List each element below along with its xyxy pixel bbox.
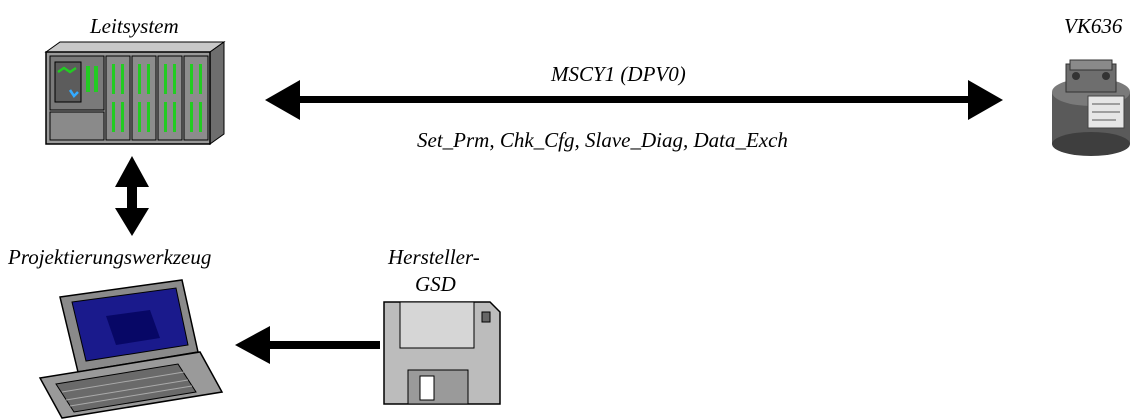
plc-rack-icon xyxy=(44,41,226,145)
bus-arrow xyxy=(265,80,1003,120)
floppy-disk-icon xyxy=(383,301,501,405)
controller-label: Leitsystem xyxy=(90,14,179,38)
transmitter-icon xyxy=(1052,59,1130,156)
protocol-label: MSCY1 (DPV0) xyxy=(551,62,686,86)
services-label: Set_Prm, Chk_Cfg, Slave_Diag, Data_Exch xyxy=(417,128,788,152)
gsd-label-line2: GSD xyxy=(415,272,456,296)
laptop-icon xyxy=(38,279,224,419)
device-label: VK636 xyxy=(1064,14,1123,38)
gsd-arrow xyxy=(235,326,380,364)
config-arrow xyxy=(115,156,149,236)
gsd-label-line1: Hersteller- xyxy=(388,245,480,269)
tool-label: Projektierungswerkzeug xyxy=(8,245,212,269)
